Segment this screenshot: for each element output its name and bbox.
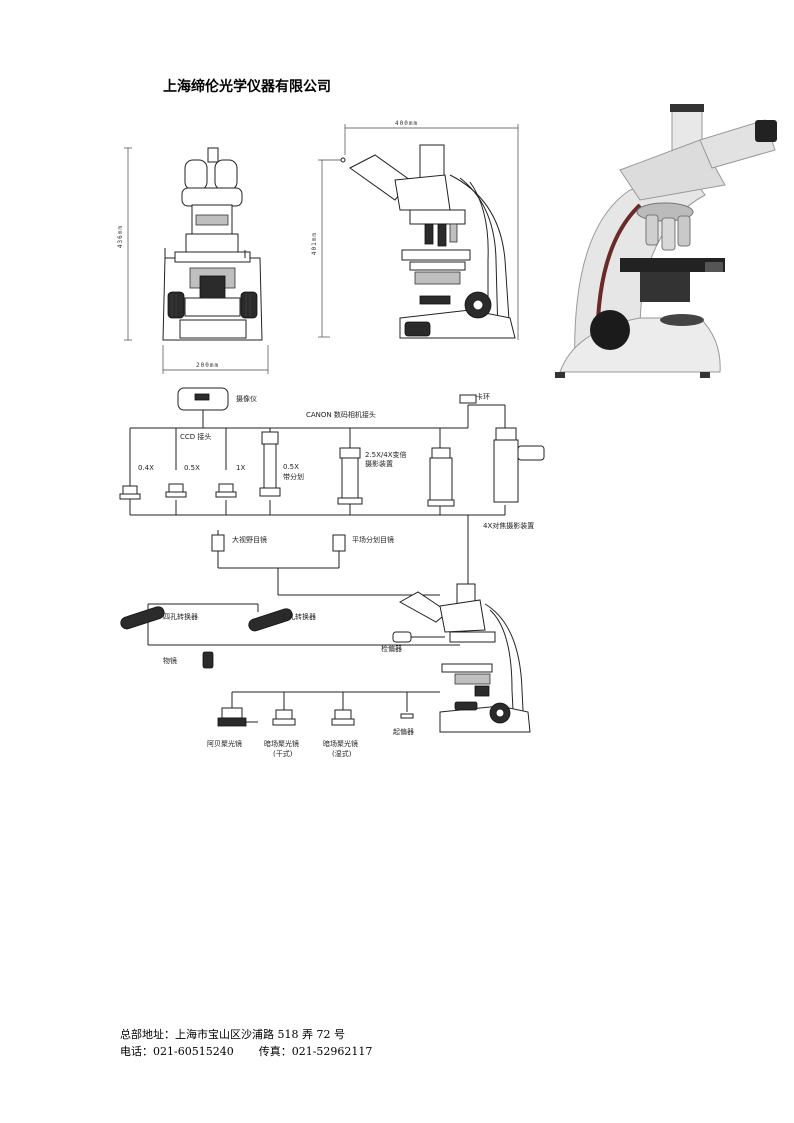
- camera-label: 摄像仪: [236, 395, 257, 403]
- footer-contact: 电话：021-60515240 传真：021-52962117: [120, 1043, 372, 1059]
- five-hole-nosepiece-label: 五孔转换器: [281, 613, 316, 621]
- four-hole-nosepiece-label: 四孔转换器: [163, 613, 198, 621]
- darkfield-dry-label-line1: 暗场聚光镜: [264, 740, 299, 748]
- width-front-dimension: 200mm: [196, 362, 220, 369]
- ring-label: 卡环: [476, 393, 490, 401]
- footer-address: 总部地址：上海市宝山区沙浦路 518 弄 72 号: [120, 1028, 345, 1041]
- mag-04x-label: 0.4X: [138, 464, 154, 472]
- company-name: 上海缔伦光学仪器有限公司: [163, 79, 331, 95]
- mag-1x-label: 1X: [236, 464, 246, 472]
- analyzer-label: 检偏器: [381, 645, 402, 653]
- photo-4x-focus-label: 4X对焦摄影装置: [483, 522, 535, 530]
- wide-field-eyepiece-label: 大视野目镜: [232, 536, 267, 544]
- polarizer-label: 起偏器: [393, 728, 414, 736]
- photo-25x-4x-label-line2: 摄影装置: [365, 460, 393, 468]
- flat-reticle-eyepiece-label: 平场分划目镜: [352, 536, 394, 544]
- mag-05x-label: 0.5X: [184, 464, 200, 472]
- objective-label: 物镜: [163, 657, 177, 665]
- abbe-condenser-label: 阿贝聚光镜: [207, 740, 242, 748]
- darkfield-wet-label-line2: (湿式): [332, 750, 352, 758]
- darkfield-wet-label-line1: 暗场聚光镜: [323, 740, 358, 748]
- ccd-adapter-label: CCD 接头: [180, 433, 212, 441]
- photo-25x-4x-label-line1: 2.5X/4X变倍: [365, 451, 407, 459]
- footer-fax: 传真：021-52962117: [258, 1045, 373, 1058]
- canon-adapter-label: CANON 数码相机接头: [306, 411, 376, 419]
- width-side-dimension: 400mm: [395, 120, 419, 127]
- with-reticle-label: 带分划: [283, 473, 304, 481]
- footer-phone: 电话：021-60515240: [120, 1045, 234, 1058]
- mag-05x-reticle-label: 0.5X: [283, 463, 299, 471]
- darkfield-dry-label-line2: (干式): [273, 750, 293, 758]
